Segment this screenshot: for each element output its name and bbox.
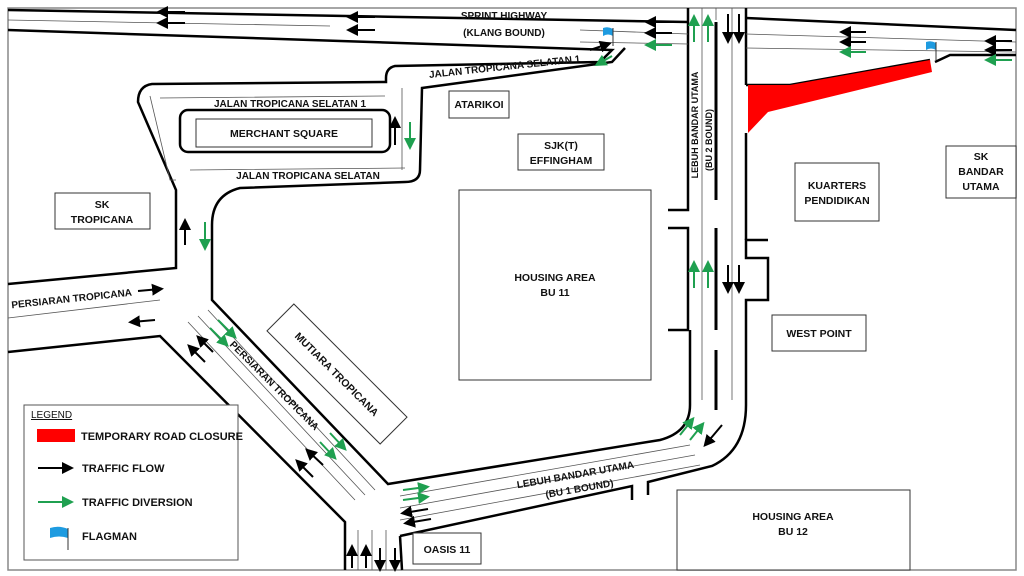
legend-flagman: FLAGMAN <box>82 531 137 543</box>
closure-swatch-icon <box>37 429 75 442</box>
road-label-sprint-highway: SPRINT HIGHWAY <box>461 11 548 22</box>
road-label-bu2-bound: (BU 2 BOUND) <box>704 109 714 171</box>
place-west-point: WEST POINT <box>786 328 852 340</box>
road-label-lebuh-bu-vertical: LEBUH BANDAR UTAMA <box>690 71 700 178</box>
place-kuarters-1: KUARTERS <box>808 180 866 192</box>
place-housing-bu11-1: HOUSING AREA <box>514 272 596 284</box>
road-label-sprint-highway-bound: (KLANG BOUND) <box>463 28 545 39</box>
place-sjkt-1: SJK(T) <box>544 140 578 152</box>
place-sjkt-2: EFFINGHAM <box>530 155 593 167</box>
place-housing-bu12-2: BU 12 <box>778 526 808 538</box>
road-label-jts1-loop: JALAN TROPICANA SELATAN 1 <box>214 99 366 110</box>
road-edges <box>7 8 1017 571</box>
road-closure-area <box>748 60 932 133</box>
traffic-flow-arrows <box>128 6 1012 572</box>
buildings <box>54 90 1017 571</box>
place-sk-bu-3: UTAMA <box>962 181 1000 193</box>
place-housing-bu12-1: HOUSING AREA <box>752 511 834 523</box>
place-sk-tropicana-2: TROPICANA <box>71 214 134 226</box>
place-merchant-square: MERCHANT SQUARE <box>230 128 338 140</box>
place-atarikoi: ATARIKOI <box>454 99 503 111</box>
place-housing-bu11-2: BU 11 <box>540 287 569 299</box>
place-sk-tropicana-1: SK <box>95 199 110 211</box>
flagman-icon <box>926 41 937 60</box>
legend: LEGEND TEMPORARY ROAD CLOSURE TRAFFIC FL… <box>23 404 243 561</box>
flagman-icon <box>603 27 614 46</box>
traffic-diversion-arrows <box>199 14 1012 504</box>
legend-title: LEGEND <box>31 410 72 421</box>
legend-closure: TEMPORARY ROAD CLOSURE <box>81 431 243 443</box>
place-kuarters-2: PENDIDIKAN <box>804 195 869 207</box>
place-sk-bu-1: SK <box>974 151 989 163</box>
legend-diversion: TRAFFIC DIVERSION <box>82 497 193 509</box>
road-label-jts: JALAN TROPICANA SELATAN <box>236 171 380 182</box>
place-oasis-11: OASIS 11 <box>424 544 471 556</box>
flagman-legend-icon <box>50 526 69 550</box>
legend-flow: TRAFFIC FLOW <box>82 463 165 475</box>
place-sk-bu-2: BANDAR <box>958 166 1004 178</box>
